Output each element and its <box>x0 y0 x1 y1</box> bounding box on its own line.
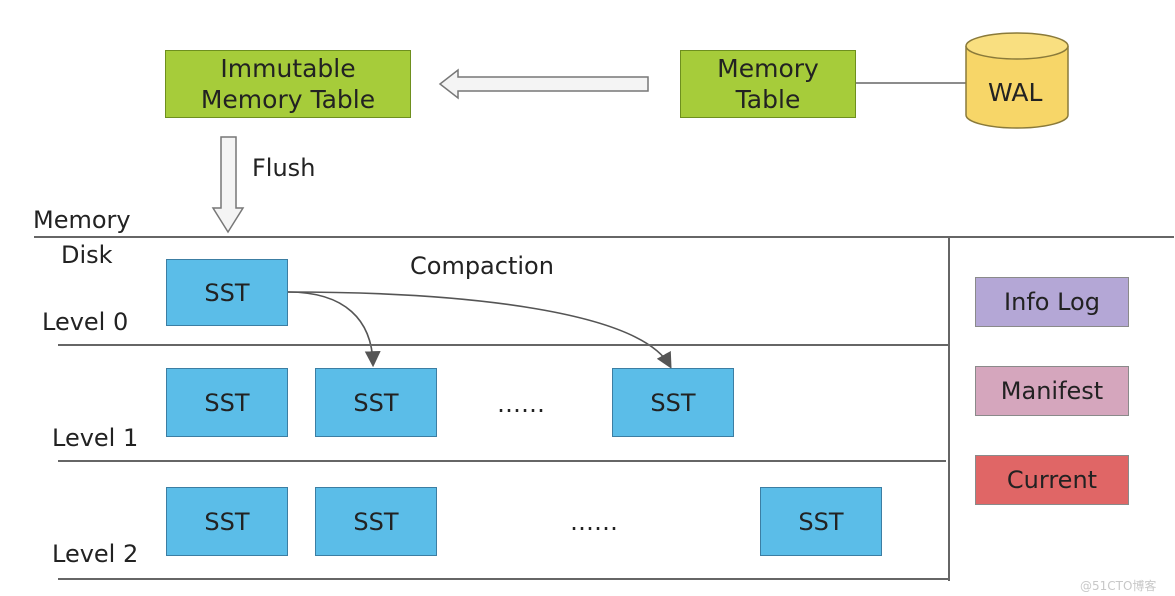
current-file: Current <box>975 455 1129 505</box>
sst-label: SST <box>204 388 250 417</box>
level0-label: Level 0 <box>42 308 129 336</box>
manifest-file: Manifest <box>975 366 1129 416</box>
memory-label: Memory <box>33 206 131 234</box>
sst-label: SST <box>798 507 844 536</box>
level2-sst-3: SST <box>760 487 882 556</box>
immutable-memory-table: Immutable Memory Table <box>165 50 411 118</box>
sst-label: SST <box>353 507 399 536</box>
memory-table-label: Memory Table <box>717 53 819 114</box>
sst-label: SST <box>353 388 399 417</box>
side-divider <box>948 236 950 581</box>
level1-divider <box>58 460 946 462</box>
level1-ellipsis: …… <box>497 390 545 418</box>
disk-label: Disk <box>61 241 113 269</box>
immutable-memory-table-label: Immutable Memory Table <box>200 53 376 114</box>
wal-label: WAL <box>988 78 1043 107</box>
compaction-arrow-2 <box>287 291 672 369</box>
level1-sst-1: SST <box>166 368 288 437</box>
sst-label: SST <box>204 278 250 307</box>
info-log-label: Info Log <box>1004 288 1100 316</box>
sst-label: SST <box>204 507 250 536</box>
memory-table: Memory Table <box>680 50 856 118</box>
level2-sst-1: SST <box>166 487 288 556</box>
info-log-file: Info Log <box>975 277 1129 327</box>
level2-divider <box>58 578 950 580</box>
level0-divider <box>58 344 950 346</box>
flush-arrow <box>211 136 245 234</box>
sst-label: SST <box>650 388 696 417</box>
level2-ellipsis: …… <box>570 508 618 536</box>
compaction-arrow-1 <box>287 291 381 368</box>
memory-disk-divider <box>34 236 1174 238</box>
wal-cylinder-icon <box>965 32 1069 129</box>
flush-label: Flush <box>252 154 316 182</box>
level0-sst: SST <box>166 259 288 326</box>
level1-sst-2: SST <box>315 368 437 437</box>
level1-label: Level 1 <box>52 424 139 452</box>
compaction-label: Compaction <box>410 252 554 280</box>
level2-label: Level 2 <box>52 540 139 568</box>
manifest-label: Manifest <box>1000 377 1104 405</box>
current-label: Current <box>1006 466 1098 494</box>
memtable-to-immutable-arrow <box>438 68 649 100</box>
level1-sst-3: SST <box>612 368 734 437</box>
watermark: @51CTO博客 <box>1080 579 1157 593</box>
level2-sst-2: SST <box>315 487 437 556</box>
